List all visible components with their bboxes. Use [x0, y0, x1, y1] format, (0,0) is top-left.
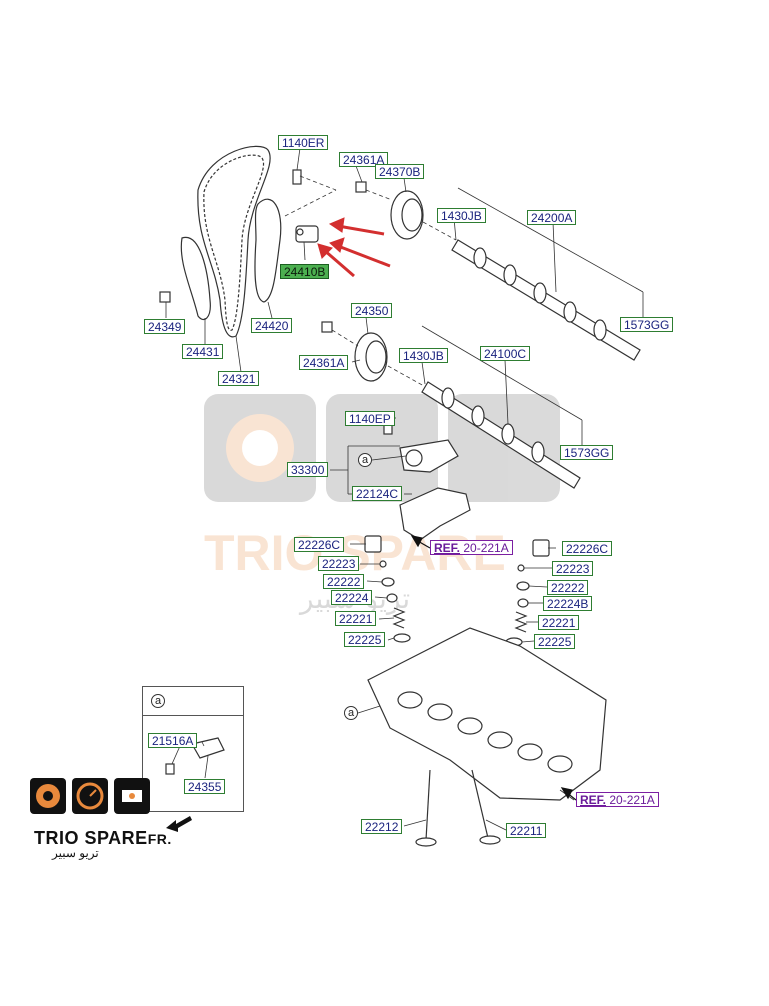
cam-position-sensor: [165, 737, 225, 775]
ref-label-bottom[interactable]: REF. 20-221A: [576, 792, 659, 807]
logo-name-text: TRIO SPARE: [34, 828, 148, 848]
label-22226C-left[interactable]: 22226C: [294, 537, 345, 552]
inset-detail-a: a: [142, 686, 244, 812]
label-24200A[interactable]: 24200A: [527, 210, 577, 225]
label-1140ER[interactable]: 1140ER: [278, 135, 329, 150]
label-24350[interactable]: 24350: [351, 303, 393, 318]
camshaft-sprocket-lower: [354, 332, 388, 382]
label-1573GG-top[interactable]: 1573GG: [620, 317, 674, 332]
timing-chain: [197, 145, 271, 338]
chain-guide-left: [180, 236, 211, 321]
label-21516A[interactable]: 21516A: [148, 733, 198, 748]
ref-top-prefix: REF.: [434, 541, 461, 555]
logo-arabic: تريو سبير: [52, 846, 99, 860]
label-24420[interactable]: 24420: [251, 318, 293, 333]
ref-top-number: 20-221A: [463, 541, 509, 555]
label-24431[interactable]: 24431: [182, 344, 224, 359]
label-22224-left[interactable]: 22224: [331, 590, 373, 605]
label-24361A-mid[interactable]: 24361A: [299, 355, 349, 370]
ref-bottom-prefix: REF.: [580, 793, 607, 807]
label-22222-right[interactable]: 22222: [547, 580, 589, 595]
chain-guide-right: [254, 198, 282, 303]
camshaft-sprocket-upper: [390, 190, 424, 240]
ref-label-top[interactable]: REF. 20-221A: [430, 540, 513, 555]
label-22226C-right[interactable]: 22226C: [562, 541, 613, 556]
dashed-connectors: [284, 175, 457, 387]
label-22211[interactable]: 22211: [506, 823, 547, 838]
label-1430JB-mid[interactable]: 1430JB: [399, 348, 448, 363]
exhaust-camshaft-upper: [451, 239, 641, 361]
label-22221-right[interactable]: 22221: [538, 615, 580, 630]
pointer-arrow-icon: [166, 816, 192, 832]
cylinder-head: [367, 627, 607, 801]
logo-suffix: FR.: [147, 831, 172, 847]
intake-camshaft-lower: [421, 381, 581, 489]
callout-a-head: a: [344, 706, 358, 720]
label-22222-left[interactable]: 22222: [323, 574, 365, 589]
label-22223-left[interactable]: 22223: [318, 556, 360, 571]
label-24349[interactable]: 24349: [144, 319, 186, 334]
callout-a-main: a: [358, 453, 372, 467]
label-1573GG-mid[interactable]: 1573GG: [560, 445, 614, 460]
label-24410B[interactable]: 24410B: [280, 264, 330, 279]
cam-bracket: [399, 487, 471, 541]
valve-train-parts: [364, 535, 550, 647]
label-22223-right[interactable]: 22223: [552, 561, 594, 576]
trio-spare-logo: TRIO SPAREFR. تريو سبير: [30, 778, 190, 860]
label-22212[interactable]: 22212: [361, 819, 403, 834]
label-33300[interactable]: 33300: [287, 462, 329, 477]
label-22225-left[interactable]: 22225: [344, 632, 386, 647]
logo-icons: [30, 778, 150, 814]
label-22225-right[interactable]: 22225: [534, 634, 576, 649]
label-22124C[interactable]: 22124C: [352, 486, 403, 501]
leader-lines: [165, 147, 644, 831]
ref-arrows: [410, 535, 577, 801]
cvvt-actuator: [399, 439, 459, 473]
red-arrows: [317, 217, 391, 278]
label-24370B[interactable]: 24370B: [375, 164, 425, 179]
callout-a-inset: a: [151, 694, 165, 708]
label-22224B[interactable]: 22224B: [543, 596, 593, 611]
logo-name: TRIO SPAREFR.: [34, 828, 172, 849]
label-24355[interactable]: 24355: [184, 779, 226, 794]
label-1430JB-top[interactable]: 1430JB: [437, 208, 486, 223]
label-24321[interactable]: 24321: [218, 371, 260, 386]
inset-separator: [143, 715, 243, 716]
ref-bottom-number: 20-221A: [609, 793, 655, 807]
chain-tensioner: [295, 225, 319, 243]
label-24100C[interactable]: 24100C: [480, 346, 531, 361]
label-1140EP[interactable]: 1140EP: [345, 411, 395, 426]
bolts: [159, 169, 393, 435]
label-22221-left[interactable]: 22221: [335, 611, 377, 626]
label-24361A-top[interactable]: 24361A: [339, 152, 389, 167]
valves: [415, 769, 501, 847]
